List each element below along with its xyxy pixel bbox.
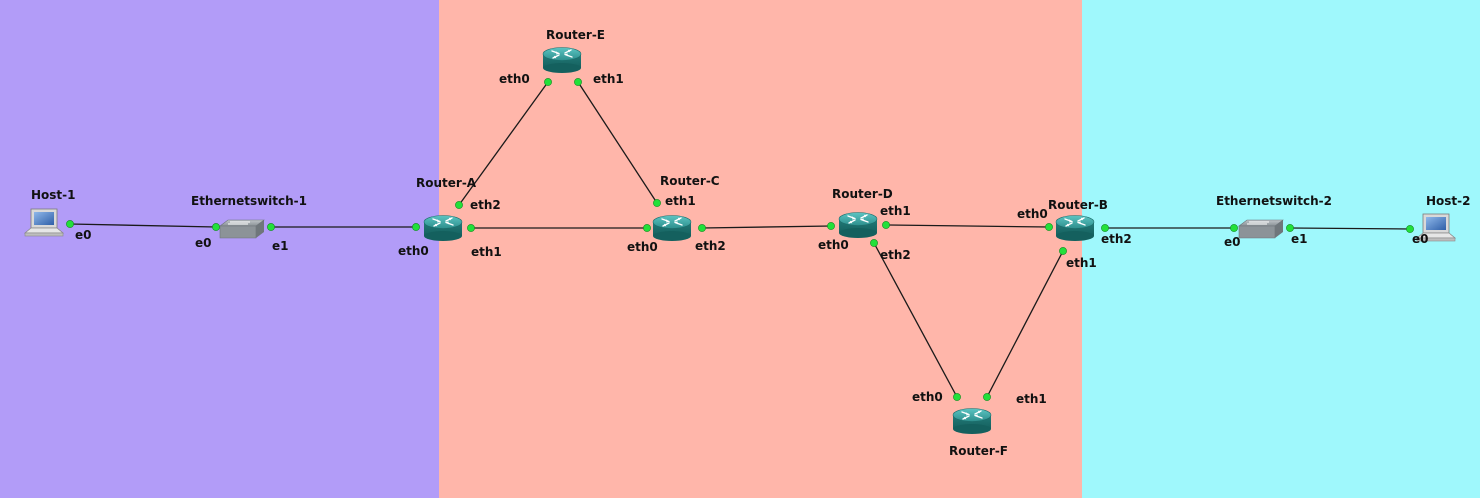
port-dot <box>544 78 552 86</box>
sw2-e1-label: e1 <box>1291 232 1308 246</box>
link-routerD-routerB[interactable] <box>885 224 1050 228</box>
port-dot <box>1101 224 1109 232</box>
host-2[interactable]: Host-2 <box>1416 194 1471 242</box>
port-dot <box>574 78 582 86</box>
host-1-label: Host-1 <box>31 188 76 202</box>
port-dot <box>455 201 463 209</box>
routerD-eth0-label: eth0 <box>818 238 849 252</box>
router-icon <box>952 407 992 435</box>
port-dot <box>212 223 220 231</box>
port-indicators <box>66 78 1414 401</box>
port-dot <box>1406 225 1414 233</box>
routerA-eth0-label: eth0 <box>398 244 429 258</box>
host2-e0-label: e0 <box>1412 232 1429 246</box>
routerA-eth2-label: eth2 <box>470 198 501 212</box>
host1-e0-label: e0 <box>75 228 92 242</box>
port-dot <box>1059 247 1067 255</box>
router-icon <box>838 211 878 239</box>
port-dot <box>882 221 890 229</box>
port-dot <box>1045 223 1053 231</box>
router-b[interactable]: Router-B <box>1048 198 1108 242</box>
link-routerA-routerE[interactable] <box>458 81 549 206</box>
router-d-label: Router-D <box>832 187 893 201</box>
router-icon <box>542 46 582 74</box>
router-a[interactable]: Router-A <box>416 176 477 242</box>
router-e[interactable]: Router-E <box>542 28 605 74</box>
port-labels: e0 e0 e1 eth0 eth2 eth1 eth0 eth1 eth1 e… <box>75 72 1429 406</box>
router-f-label: Router-F <box>949 444 1008 458</box>
routerC-eth1-label: eth1 <box>665 194 696 208</box>
link-routerC-routerD[interactable] <box>701 225 832 229</box>
port-dot <box>412 223 420 231</box>
port-dot <box>953 393 961 401</box>
router-e-label: Router-E <box>546 28 605 42</box>
port-dot <box>66 220 74 228</box>
port-dot <box>983 393 991 401</box>
router-a-label: Router-A <box>416 176 477 190</box>
routerB-eth0-label: eth0 <box>1017 207 1048 221</box>
port-dot <box>643 224 651 232</box>
routerB-eth1-label: eth1 <box>1066 256 1097 270</box>
router-icon <box>423 214 463 242</box>
routerF-eth0-label: eth0 <box>912 390 943 404</box>
switch-icon <box>219 219 265 239</box>
sw1-e0-label: e0 <box>195 236 212 250</box>
port-dot <box>1230 224 1238 232</box>
ethernetswitch-2-label: Ethernetswitch-2 <box>1216 194 1332 208</box>
link-routerB-routerF[interactable] <box>986 250 1064 398</box>
router-icon <box>652 214 692 242</box>
port-dot <box>698 224 706 232</box>
routerB-eth2-label: eth2 <box>1101 232 1132 246</box>
switch-icon <box>1238 219 1284 239</box>
router-icon <box>1055 214 1095 242</box>
host-1[interactable]: Host-1 <box>24 188 76 237</box>
routerA-eth1-label: eth1 <box>471 245 502 259</box>
port-dot <box>1286 224 1294 232</box>
ethernetswitch-1-label: Ethernetswitch-1 <box>191 194 307 208</box>
port-dot <box>653 199 661 207</box>
link-routerD-routerF[interactable] <box>873 242 958 398</box>
ethernetswitch-1[interactable]: Ethernetswitch-1 <box>191 194 307 239</box>
link-sw2-host2[interactable] <box>1289 227 1411 230</box>
sw2-e0-label: e0 <box>1224 235 1241 249</box>
zone-right-background <box>1082 0 1480 498</box>
host-2-label: Host-2 <box>1426 194 1471 208</box>
port-dot <box>870 239 878 247</box>
port-dot <box>267 223 275 231</box>
router-b-label: Router-B <box>1048 198 1108 212</box>
routerC-eth0-label: eth0 <box>627 240 658 254</box>
routerE-eth1-label: eth1 <box>593 72 624 86</box>
routerF-eth1-label: eth1 <box>1016 392 1047 406</box>
routerE-eth0-label: eth0 <box>499 72 530 86</box>
routerD-eth1-label: eth1 <box>880 204 911 218</box>
port-dot <box>467 224 475 232</box>
routerC-eth2-label: eth2 <box>695 239 726 253</box>
router-d[interactable]: Router-D <box>832 187 893 239</box>
router-f[interactable]: Router-F <box>949 407 1008 459</box>
routerD-eth2-label: eth2 <box>880 248 911 262</box>
laptop-icon <box>24 208 64 237</box>
sw1-e1-label: e1 <box>272 239 289 253</box>
port-dot <box>827 222 835 230</box>
zone-left-background <box>0 0 439 498</box>
ethernetswitch-2[interactable]: Ethernetswitch-2 <box>1216 194 1332 239</box>
links <box>69 81 1411 398</box>
router-c-label: Router-C <box>660 174 720 188</box>
router-c[interactable]: Router-C <box>652 174 720 242</box>
link-routerE-routerC[interactable] <box>577 81 658 204</box>
link-host1-sw1[interactable] <box>69 223 217 228</box>
